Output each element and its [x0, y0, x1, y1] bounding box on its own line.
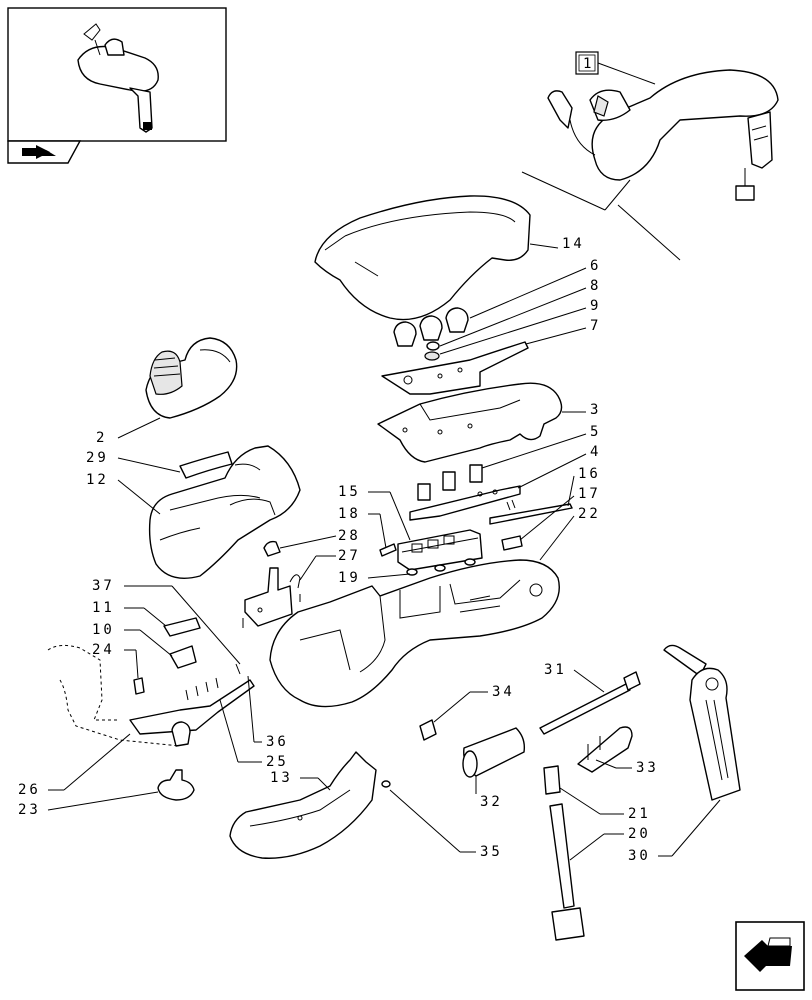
callout-4: 4 — [590, 444, 601, 460]
part-22-lower-housing — [269, 559, 560, 708]
callout-14: 14 — [562, 236, 585, 252]
part-linkage — [47, 617, 255, 801]
callout-19: 19 — [338, 570, 361, 586]
part-2-joystick-top — [145, 337, 238, 419]
part-30-bracket — [663, 644, 741, 801]
callout-36: 36 — [266, 734, 289, 750]
part-32-cylinder — [462, 727, 526, 778]
assembly-ref-label: 1 — [583, 56, 591, 72]
callout-33: 33 — [636, 760, 659, 776]
callout-29: 29 — [86, 450, 109, 466]
book-arrow-icon[interactable] — [7, 140, 82, 164]
callout-35: 35 — [480, 844, 503, 860]
callout-11: 11 — [92, 600, 115, 616]
part-13-bottom-cover — [229, 751, 391, 859]
callout-20: 20 — [628, 826, 651, 842]
next-page-arrow-icon[interactable] — [735, 921, 805, 991]
callout-17: 17 — [578, 486, 601, 502]
part-20-lever — [543, 765, 585, 941]
thumbnail-overview — [7, 7, 227, 142]
callout-7: 7 — [590, 318, 601, 334]
callout-30: 30 — [628, 848, 651, 864]
callout-15: 15 — [338, 484, 361, 500]
callout-16: 16 — [578, 466, 601, 482]
part-switch-block — [379, 464, 573, 576]
callout-24: 24 — [92, 642, 115, 658]
callout-5: 5 — [590, 424, 601, 440]
part-6-knobs — [393, 307, 469, 361]
part-27-bracket — [242, 540, 301, 628]
callout-23: 23 — [18, 802, 41, 818]
callout-26: 26 — [18, 782, 41, 798]
callout-25: 25 — [266, 754, 289, 770]
callout-31: 31 — [544, 662, 567, 678]
part-3-upper-housing — [377, 382, 563, 463]
callouts: 2 29 12 14 6 8 9 7 3 5 4 16 17 22 15 18 — [18, 236, 721, 864]
callout-6: 6 — [590, 258, 601, 274]
callout-34: 34 — [492, 684, 515, 700]
part-34-clip — [419, 719, 437, 741]
callout-37: 37 — [92, 578, 115, 594]
callout-22: 22 — [578, 506, 601, 522]
part-7-plate — [381, 341, 529, 395]
callout-13: 13 — [270, 770, 293, 786]
part-12-armrest-shell — [148, 445, 301, 579]
part-31-rod — [539, 671, 641, 735]
callout-27: 27 — [338, 548, 361, 564]
part-33-bracket — [577, 726, 633, 773]
callout-28: 28 — [338, 528, 361, 544]
callout-21: 21 — [628, 806, 651, 822]
part-14-top-cover — [314, 195, 531, 321]
assembly-reference: 1 — [521, 51, 779, 261]
callout-9: 9 — [590, 298, 601, 314]
callout-8: 8 — [590, 278, 601, 294]
callout-3: 3 — [590, 402, 601, 418]
callout-18: 18 — [338, 506, 361, 522]
callout-12: 12 — [86, 472, 109, 488]
callout-10: 10 — [92, 622, 115, 638]
callout-32: 32 — [480, 794, 503, 810]
callout-2: 2 — [96, 430, 107, 446]
